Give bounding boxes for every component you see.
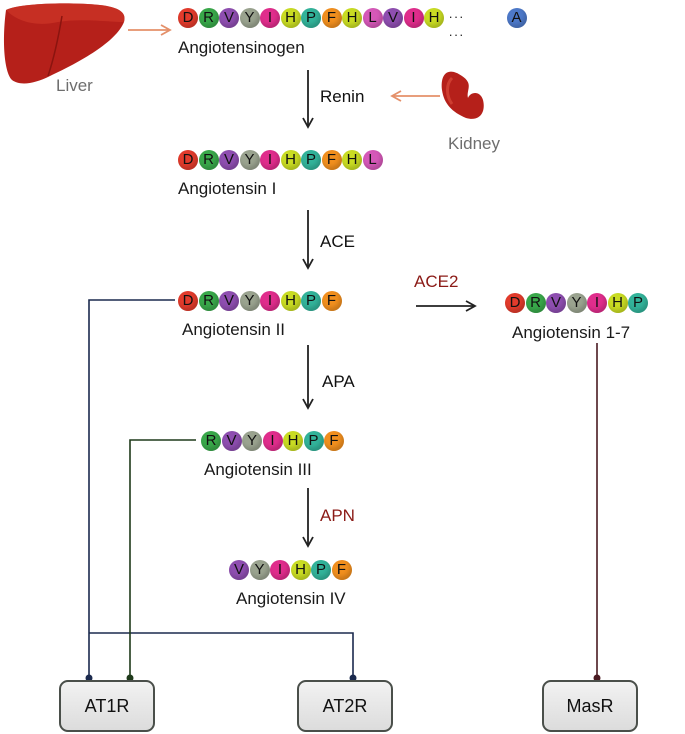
angiotensin-2-label: Angiotensin II: [182, 320, 286, 339]
apn-label: APN: [320, 506, 355, 525]
renin-label: Renin: [320, 87, 365, 106]
residue-h: H: [280, 8, 301, 28]
residue-i: I: [260, 150, 280, 170]
residue-y: Y: [566, 293, 587, 313]
residue-r: R: [525, 293, 546, 313]
at2r-receptor: AT2R: [297, 680, 393, 732]
at1r-dot-b: [126, 674, 134, 682]
residue-i: I: [260, 8, 280, 28]
residue-r: R: [198, 291, 219, 311]
masr-receptor: MasR: [542, 680, 638, 732]
ellipsis: ··· ···: [448, 9, 465, 42]
angiotensin-1-7-label: Angiotensin 1-7: [512, 323, 631, 342]
residue-r: R: [201, 431, 221, 451]
at1r-dot-a: [85, 674, 93, 682]
angiotensinogen-label: Angiotensinogen: [178, 38, 305, 57]
residue-v: V: [219, 291, 239, 311]
residue-d: D: [178, 8, 198, 28]
residue-p: P: [303, 431, 324, 451]
angiotensin-4-label: Angiotensin IV: [236, 589, 346, 608]
residue-p: P: [311, 560, 331, 580]
residue-h: H: [280, 291, 301, 311]
angiotensin-1-label: Angiotensin I: [178, 179, 277, 198]
liver-icon: [4, 3, 125, 84]
residue-y: Y: [239, 150, 260, 170]
residue-p: P: [301, 150, 321, 170]
residue-l: L: [362, 8, 383, 28]
residue-i: I: [260, 291, 280, 311]
residue-l: L: [362, 150, 383, 170]
residue-h: H: [342, 150, 362, 170]
residue-v: V: [383, 8, 403, 28]
residue-p: P: [628, 293, 648, 313]
residue-r: R: [198, 150, 219, 170]
residue-v: V: [219, 150, 239, 170]
residue-y: Y: [249, 560, 270, 580]
residue-f: F: [321, 8, 342, 28]
liver-label: Liver: [56, 76, 93, 95]
residue-v: V: [221, 431, 242, 451]
residue-f: F: [321, 150, 342, 170]
residue-y: Y: [239, 8, 260, 28]
kidney-label: Kidney: [448, 134, 500, 153]
residue-v: V: [219, 8, 239, 28]
residue-y: Y: [242, 431, 262, 451]
residue-f: F: [331, 560, 352, 580]
kidney-icon: [441, 71, 484, 119]
apa-label: APA: [322, 372, 355, 391]
residue-i: I: [587, 293, 607, 313]
residue-h: H: [280, 150, 301, 170]
angiotensin-3-label: Angiotensin III: [204, 460, 312, 479]
residue-i: I: [262, 431, 283, 451]
ang3-connector: [129, 439, 196, 678]
residue-i: I: [403, 8, 424, 28]
at1r-connector: [88, 299, 354, 678]
residue-a: A: [506, 8, 527, 28]
masr-dot: [593, 674, 601, 682]
residue-h: H: [607, 293, 628, 313]
ace-label: ACE: [320, 232, 355, 251]
residue-h: H: [424, 8, 444, 28]
residue-p: P: [301, 291, 321, 311]
at2r-dot: [349, 674, 357, 682]
residue-y: Y: [239, 291, 260, 311]
residue-h: H: [290, 560, 311, 580]
residue-d: D: [178, 150, 198, 170]
residue-i: I: [270, 560, 290, 580]
residue-v: V: [229, 560, 249, 580]
residue-h: H: [342, 8, 362, 28]
residue-p: P: [301, 8, 321, 28]
residue-r: R: [198, 8, 219, 28]
residue-v: V: [546, 293, 566, 313]
residue-h: H: [283, 431, 303, 451]
at1r-receptor: AT1R: [59, 680, 155, 732]
ace2-label: ACE2: [414, 272, 459, 291]
residue-d: D: [178, 291, 198, 311]
residue-f: F: [324, 431, 344, 451]
residue-f: F: [321, 291, 342, 311]
residue-d: D: [505, 293, 525, 313]
